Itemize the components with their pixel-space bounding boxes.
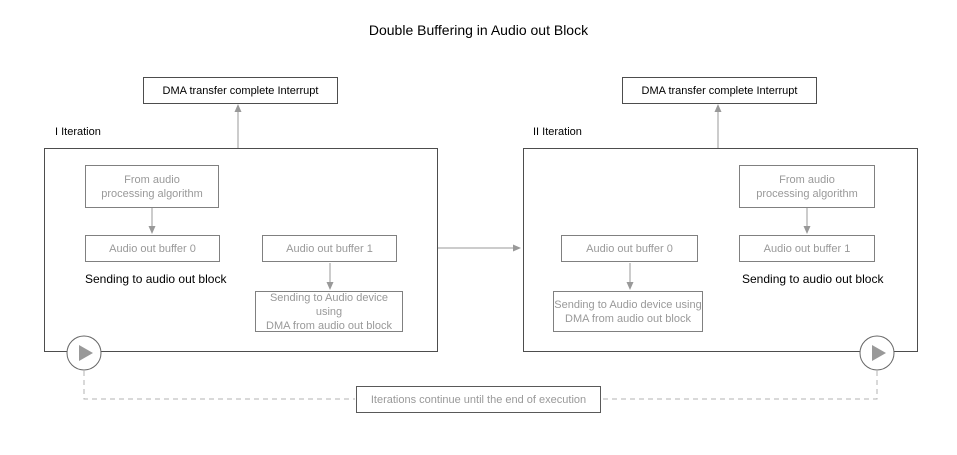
interrupt-label-2: DMA transfer complete Interrupt bbox=[641, 84, 798, 97]
sending-dma-label-2: Sending to Audio device using DMA from a… bbox=[554, 298, 702, 325]
interrupt-box-1: DMA transfer complete Interrupt bbox=[143, 77, 338, 104]
from-audio-label-1: From audio processing algorithm bbox=[101, 173, 203, 200]
iteration-connector-head bbox=[513, 244, 521, 252]
audio-out-buffer1-box-2: Audio out buffer 1 bbox=[739, 235, 875, 262]
sending-block-note-1: Sending to audio out block bbox=[85, 272, 227, 286]
footer-note-label: Iterations continue until the end of exe… bbox=[370, 393, 587, 406]
interrupt-box-2: DMA transfer complete Interrupt bbox=[622, 77, 817, 104]
audio-out-buffer0-label-2: Audio out buffer 0 bbox=[586, 242, 673, 255]
audio-out-buffer0-label-1: Audio out buffer 0 bbox=[109, 242, 196, 255]
from-audio-box-2: From audio processing algorithm bbox=[739, 165, 875, 208]
interrupt-label-1: DMA transfer complete Interrupt bbox=[162, 84, 319, 97]
sending-dma-box-1: Sending to Audio device using DMA from a… bbox=[255, 291, 403, 332]
sending-block-note-2: Sending to audio out block bbox=[742, 272, 884, 286]
interrupt-arrow-head-2 bbox=[714, 104, 722, 112]
dashed-loop-line-right bbox=[602, 371, 878, 400]
audio-out-buffer0-box-2: Audio out buffer 0 bbox=[561, 235, 698, 262]
audio-out-buffer1-label-1: Audio out buffer 1 bbox=[286, 242, 373, 255]
page-title: Double Buffering in Audio out Block bbox=[368, 22, 589, 38]
interrupt-arrow-head-1 bbox=[234, 104, 242, 112]
from-audio-label-2: From audio processing algorithm bbox=[756, 173, 858, 200]
sending-dma-box-2: Sending to Audio device using DMA from a… bbox=[553, 291, 703, 332]
audio-out-buffer1-box-1: Audio out buffer 1 bbox=[262, 235, 397, 262]
audio-out-buffer0-box-1: Audio out buffer 0 bbox=[85, 235, 220, 262]
sending-dma-label-1: Sending to Audio device using DMA from a… bbox=[266, 291, 392, 332]
from-audio-box-1: From audio processing algorithm bbox=[85, 165, 219, 208]
iteration-2-label: II Iteration bbox=[533, 126, 582, 138]
audio-out-buffer1-label-2: Audio out buffer 1 bbox=[763, 242, 851, 255]
dashed-loop-line-left bbox=[83, 371, 355, 400]
footer-note-box: Iterations continue until the end of exe… bbox=[356, 386, 601, 413]
iteration-1-label: I Iteration bbox=[55, 126, 101, 138]
